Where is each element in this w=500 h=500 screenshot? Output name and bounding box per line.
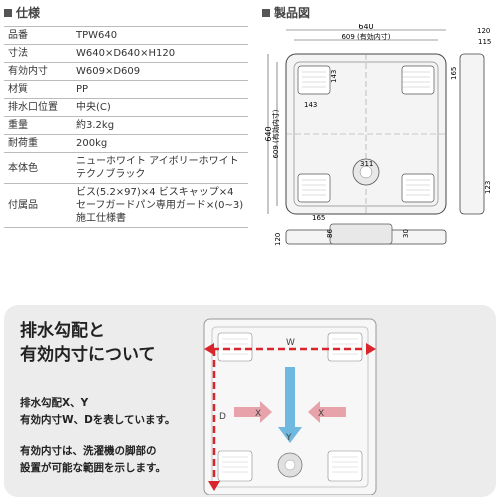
spec-value: W609×D609: [72, 62, 248, 81]
spec-row: 排水口位置中央(C): [4, 98, 248, 117]
square-bullet-icon: [262, 8, 270, 17]
explain-title-line2: 有効内寸について: [20, 345, 156, 365]
explain-desc-inner: 有効内寸は、洗濯機の脚部の 設置が可能な範囲を示します。: [20, 443, 166, 477]
spec-row: 重量約3.2kg: [4, 116, 248, 135]
desc-inner-line2: 設置が可能な範囲を示します。: [20, 462, 166, 474]
spec-label: 付属品: [4, 183, 72, 228]
dim-86: 86: [326, 229, 334, 238]
x-arrow-right: [320, 407, 346, 417]
spec-label: 有効内寸: [4, 62, 72, 81]
spec-value: 約3.2kg: [72, 116, 248, 135]
diagram-foot-br: [327, 450, 363, 482]
drawing-heading-text: 製品図: [274, 6, 311, 20]
spec-row: 付属品ビス(5.2×97)×4 ビスキャップ×4 セーフガードパン専用ガード×(…: [4, 183, 248, 228]
label-w: W: [286, 338, 295, 348]
pan-side-view: [459, 53, 485, 215]
desc-inner-line1: 有効内寸は、洗濯機の脚部の: [20, 445, 157, 457]
spec-label: 重量: [4, 116, 72, 135]
desc-slope-line2: 有効内寸W、Dを表しています。: [20, 414, 176, 426]
spec-label: 耐荷重: [4, 134, 72, 153]
label-x-right: X: [318, 409, 324, 419]
dim-123: 123: [484, 181, 492, 194]
dim-h-inner: 609 (有効内寸): [271, 109, 280, 158]
dim-165-side: 165: [450, 67, 458, 80]
corner-foot-tr: [401, 65, 435, 95]
x-arrow-left: [234, 407, 260, 417]
dim-30: 30: [402, 229, 410, 238]
label-d: D: [219, 412, 226, 422]
spec-label: 本体色: [4, 152, 72, 184]
explain-panel: 排水勾配と 有効内寸について 排水勾配X、Y 有効内寸W、Dを表しています。 有…: [4, 305, 496, 497]
label-y: Y: [285, 433, 292, 443]
dim-h-total: 640: [264, 126, 273, 141]
dim-115: 115: [478, 38, 491, 46]
diagram-foot-tr: [327, 332, 363, 362]
dim-143b: 143: [304, 101, 317, 109]
d-arrow-head: [208, 481, 220, 491]
pan-plan-inner: [293, 61, 439, 207]
dim-w-total: 640: [358, 24, 373, 31]
explain-desc-slope: 排水勾配X、Y 有効内寸W、Dを表しています。: [20, 395, 175, 429]
product-drawing: 640 609 (有効内寸) 640 609 (有効内寸) 143 143 31…: [264, 24, 492, 246]
spec-label: 品番: [4, 26, 72, 45]
dim-w-inner: 609 (有効内寸): [341, 32, 390, 41]
y-arrow: [285, 367, 295, 427]
spec-heading: 仕様: [4, 4, 40, 21]
desc-slope-line1: 排水勾配X、Y: [20, 397, 89, 409]
spec-value: PP: [72, 80, 248, 99]
explain-title-line1: 排水勾配と: [20, 321, 105, 341]
slope-diagram: W D X X Y: [203, 318, 377, 495]
spec-value: 中央(C): [72, 98, 248, 117]
diagram-foot-bl: [217, 450, 253, 482]
drawing-heading: 製品図: [262, 4, 310, 21]
spec-value: W640×D640×H120: [72, 44, 248, 63]
dim-120-front: 120: [274, 233, 282, 246]
square-bullet-icon: [4, 8, 12, 17]
w-arrow-right-head: [366, 343, 376, 355]
spec-value: ニューホワイト アイボリーホワイト テクノブラック: [72, 152, 248, 184]
dim-311: 311: [360, 160, 373, 168]
dim-165-front: 165: [312, 214, 325, 222]
spec-row: 本体色ニューホワイト アイボリーホワイト テクノブラック: [4, 152, 248, 184]
spec-heading-text: 仕様: [16, 6, 41, 20]
dim-120-top: 120: [477, 27, 490, 35]
spec-label: 寸法: [4, 44, 72, 63]
spec-value: TPW640: [72, 26, 248, 45]
corner-foot-br: [401, 173, 435, 203]
label-x-left: X: [255, 409, 261, 419]
corner-foot-tl: [297, 65, 331, 95]
diagram-foot-tl: [217, 332, 253, 362]
w-arrow-left-head: [204, 343, 214, 355]
spec-label: 排水口位置: [4, 98, 72, 117]
dim-143a: 143: [330, 70, 338, 83]
spec-label: 材質: [4, 80, 72, 99]
corner-foot-bl: [297, 173, 331, 203]
spec-value: 200kg: [72, 134, 248, 153]
spec-value: ビス(5.2×97)×4 ビスキャップ×4 セーフガードパン専用ガード×(0~3…: [72, 183, 248, 228]
explain-title: 排水勾配と 有効内寸について: [20, 319, 156, 367]
